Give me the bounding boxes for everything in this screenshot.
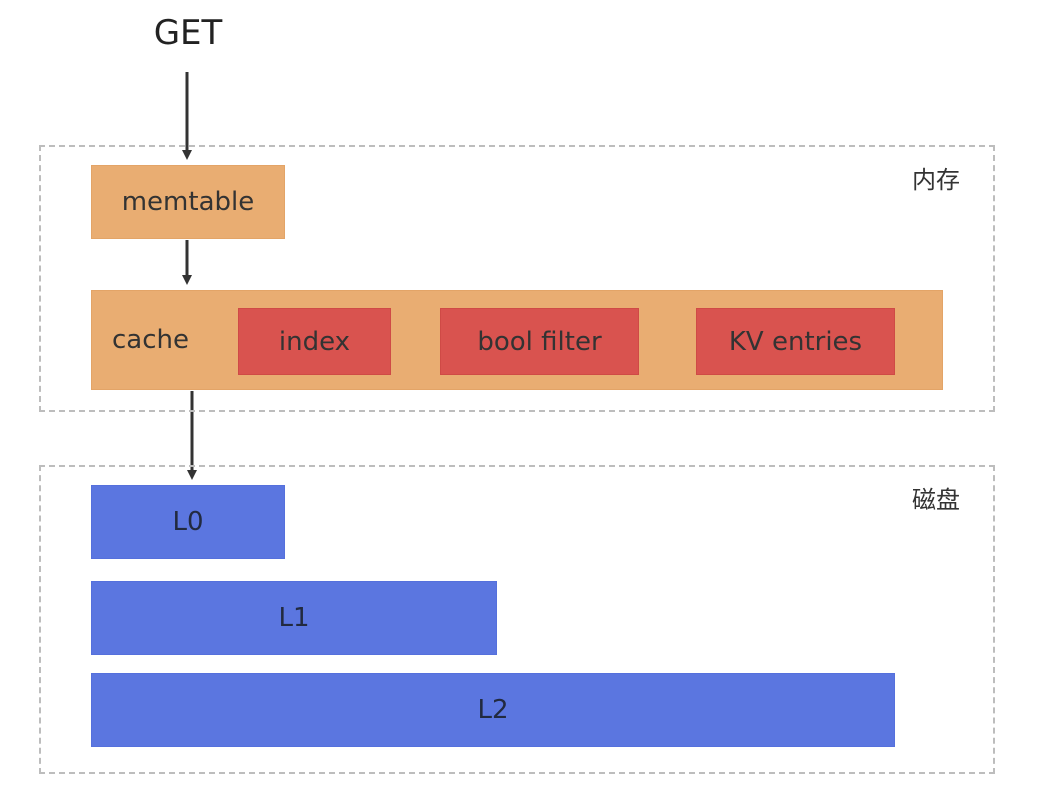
memory-region — [39, 145, 995, 412]
disk-region — [39, 465, 995, 774]
memtable-box: memtable — [91, 165, 285, 239]
memory-region-label: 内存 — [912, 166, 960, 194]
cache-item-kv-entries: KV entries — [696, 308, 895, 375]
cache-item-bool-filter: bool filter — [440, 308, 639, 375]
cache-label: cache — [112, 325, 189, 355]
disk-region-label: 磁盘 — [912, 486, 960, 514]
disk-level-l0: L0 — [91, 485, 285, 559]
disk-level-l1: L1 — [91, 581, 497, 655]
cache-item-index: index — [238, 308, 391, 375]
get-request-label: GET — [153, 13, 223, 53]
disk-level-l2: L2 — [91, 673, 895, 747]
